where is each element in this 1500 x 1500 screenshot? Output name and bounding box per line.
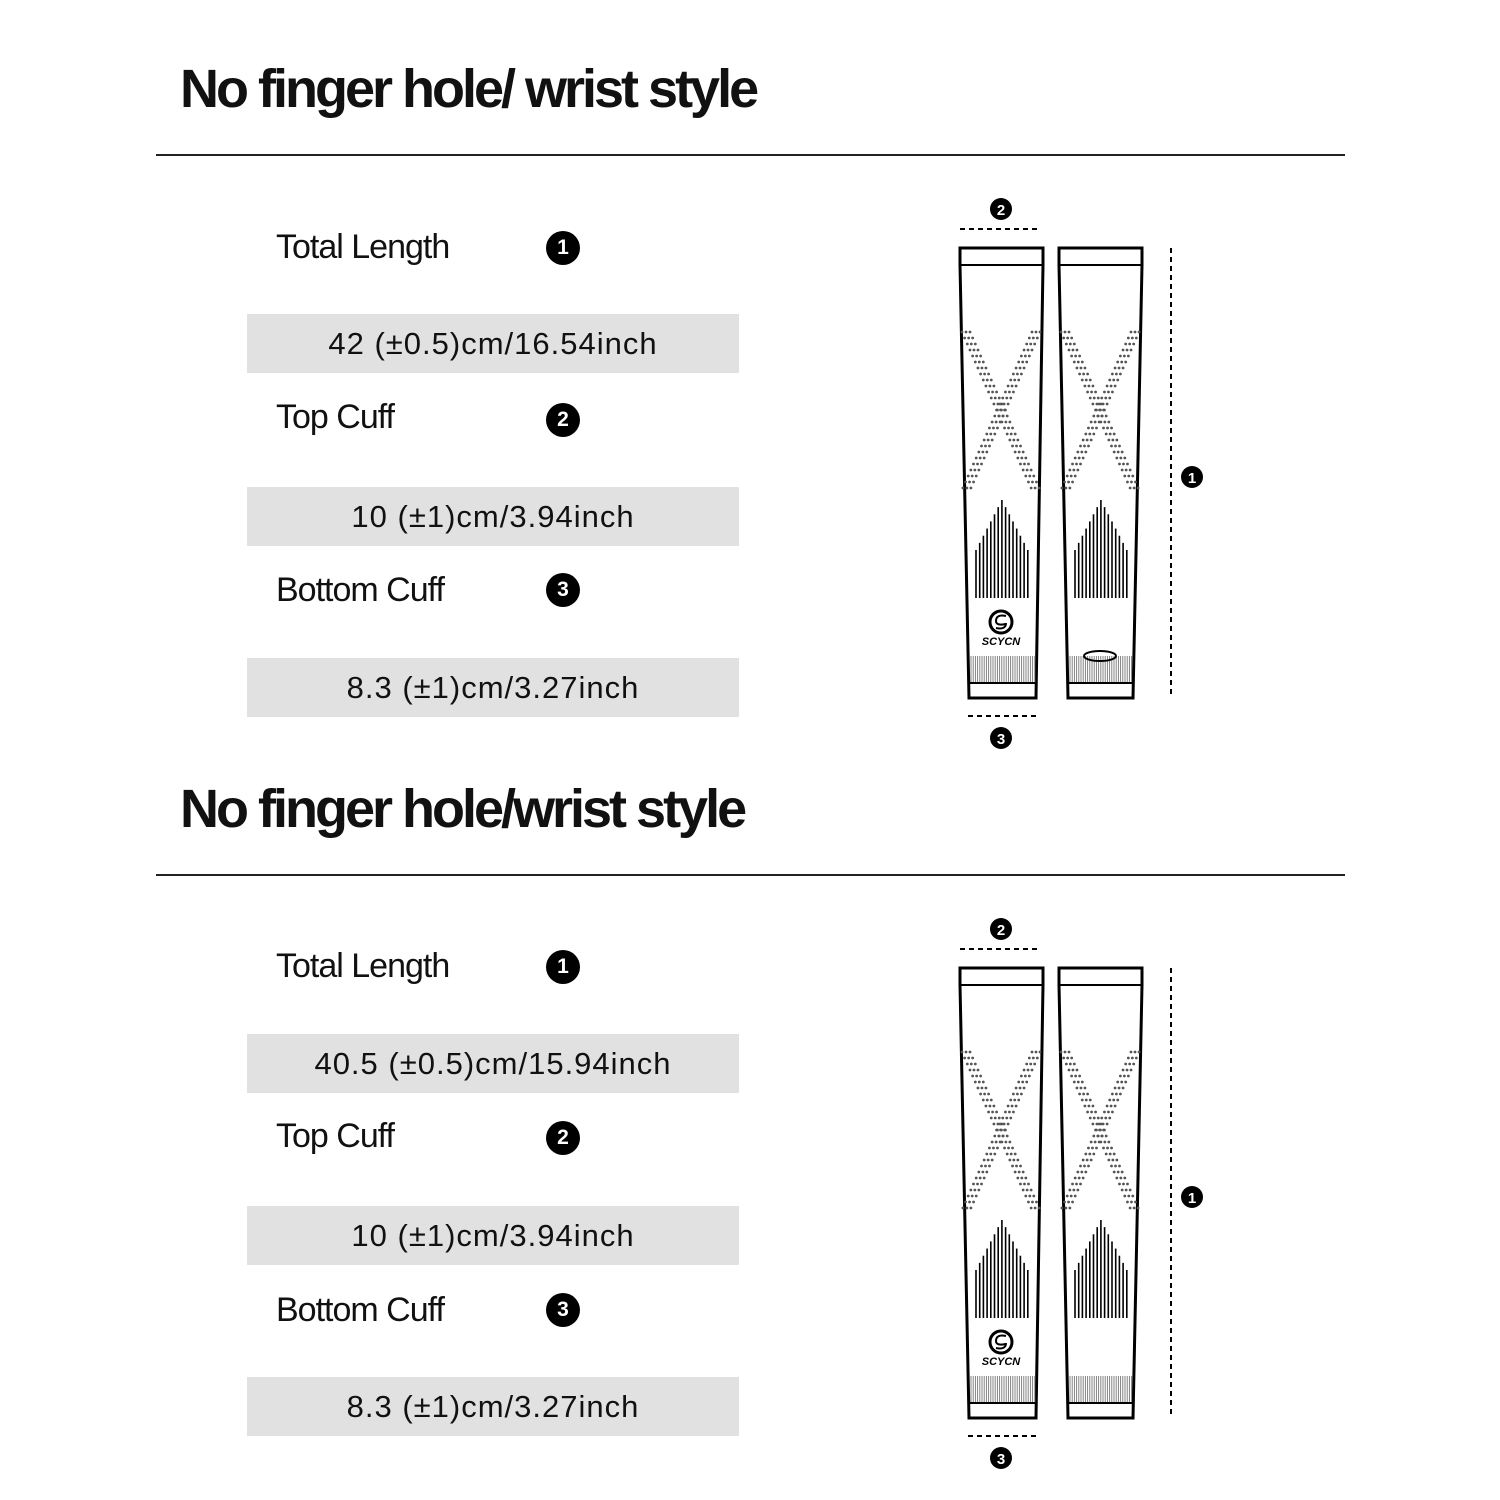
spec-value-bottom-cuff: 8.3 (±1)cm/3.27inch [247, 658, 739, 717]
x-pattern [960, 330, 1042, 490]
top-cuff-dimension: 2 [960, 198, 1040, 230]
x-pattern [960, 1050, 1042, 1210]
svg-text:2: 2 [997, 202, 1005, 219]
thumb-hole-outline [1083, 650, 1117, 662]
marker-badge-2: 2 [546, 403, 580, 437]
left-sleeve: SCYCN [958, 966, 1045, 1420]
brand-logo-icon: SCYCN [982, 1329, 1022, 1368]
section-title: No finger hole/wrist style [180, 779, 747, 839]
bottom-cuff-dimension: 3 [968, 715, 1036, 749]
svg-text:SCYCN: SCYCN [982, 636, 1022, 648]
sleeve-diagram: 2 SCYCN [940, 190, 1220, 760]
marker-badge-3: 3 [546, 1293, 580, 1327]
sleeve-illustration: 2 SCYCN [958, 918, 1203, 1469]
spec-label-top-cuff: Top Cuff [276, 1117, 395, 1155]
spec-label-bottom-cuff: Bottom Cuff [276, 571, 445, 609]
spec-value-top-cuff: 10 (±1)cm/3.94inch [247, 1206, 739, 1265]
svg-text:1: 1 [1188, 1190, 1196, 1207]
svg-text:3: 3 [997, 731, 1005, 748]
marker-badge-2: 2 [546, 1121, 580, 1155]
svg-text:2: 2 [997, 922, 1005, 939]
svg-text:SCYCN: SCYCN [982, 1356, 1022, 1368]
bottom-cuff-dimension: 3 [968, 1435, 1036, 1469]
spec-value-top-cuff: 10 (±1)cm/3.94inch [247, 487, 739, 546]
spec-label-top-cuff: Top Cuff [276, 398, 395, 436]
spec-label-total-length: Total Length [276, 947, 450, 985]
total-length-dimension: 1 [1170, 968, 1203, 1418]
cuff-ribbing [970, 1376, 1036, 1402]
spec-section-1: No finger hole/ wrist style Total Length… [0, 0, 1500, 749]
sleeve-illustration: 2 SCYCN [958, 198, 1203, 749]
right-sleeve [1057, 966, 1144, 1420]
total-length-dimension: 1 [1170, 248, 1203, 698]
stripe-pattern [975, 1220, 1029, 1318]
marker-badge-1: 1 [546, 950, 580, 984]
spec-label-bottom-cuff: Bottom Cuff [276, 1291, 445, 1329]
stripe-pattern [1074, 500, 1128, 598]
spec-section-2: No finger hole/wrist style Total Length … [0, 720, 1500, 1469]
svg-text:1: 1 [1188, 470, 1196, 487]
sleeve-diagram: 2 SCYCN [940, 910, 1220, 1480]
marker-badge-3: 3 [546, 573, 580, 607]
divider [156, 154, 1345, 156]
spec-value-total-length: 40.5 (±0.5)cm/15.94inch [247, 1034, 739, 1093]
section-title: No finger hole/ wrist style [180, 59, 759, 119]
left-sleeve: SCYCN [958, 246, 1045, 700]
cuff-ribbing [970, 656, 1036, 682]
cuff-ribbing [1069, 656, 1133, 682]
spec-value-bottom-cuff: 8.3 (±1)cm/3.27inch [247, 1377, 739, 1436]
x-pattern [1059, 1050, 1141, 1210]
stripe-pattern [1074, 1220, 1128, 1318]
marker-badge-1: 1 [546, 231, 580, 265]
spec-label-total-length: Total Length [276, 228, 450, 266]
svg-text:3: 3 [997, 1451, 1005, 1468]
spec-value-total-length: 42 (±0.5)cm/16.54inch [247, 314, 739, 373]
divider [156, 874, 1345, 876]
brand-logo-icon: SCYCN [982, 609, 1022, 648]
stripe-pattern [975, 500, 1029, 598]
top-cuff-dimension: 2 [960, 918, 1040, 950]
right-sleeve [1057, 246, 1144, 700]
cuff-ribbing [1069, 1376, 1133, 1402]
x-pattern [1059, 330, 1141, 490]
